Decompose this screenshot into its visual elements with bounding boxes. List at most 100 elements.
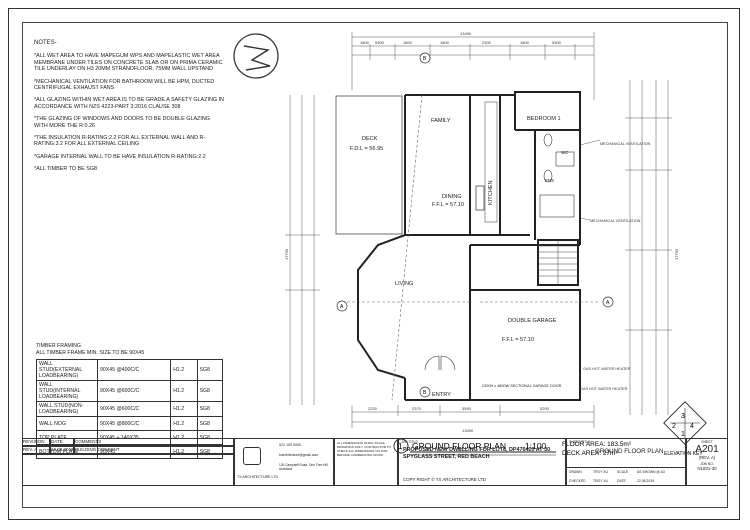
- title-block: REVISION DATE COMMENTS REV. A 12.08.2019…: [22, 438, 728, 508]
- dim-top: 5300: [552, 40, 562, 45]
- room-label-entry: ENTRY: [432, 392, 451, 398]
- job-title-label: JOB TITLE: [401, 440, 418, 444]
- rev-header: COMMENTS: [74, 438, 234, 446]
- table-cell: SG8: [196, 380, 224, 402]
- table-row: WALL STUD(EXTERNAL LOADBEARING) 90x45 @4…: [36, 359, 224, 381]
- section-markers: B B A A: [336, 52, 614, 398]
- table-row: WALL STUD(INTERNAL LOADBEARING) 90x45 @6…: [36, 380, 224, 402]
- key-number: 3: [681, 413, 685, 420]
- room-label-living: LIVING: [395, 281, 413, 287]
- disclaimer: ALL DIMENSIONS IN MM. SCALE DRAWINGS ONL…: [334, 438, 398, 486]
- sheet-number: A201: [695, 444, 719, 455]
- table-cell: SG8: [196, 416, 224, 431]
- dim-top-overall: 13490: [460, 31, 472, 36]
- checked-value: TROY XU: [593, 479, 609, 483]
- dashed-overhead-lines: [342, 94, 600, 401]
- kitchen-bench: [484, 101, 498, 223]
- note-item: *ALL GLAZING WITHIN WET AREA IS TO BE GR…: [34, 97, 224, 110]
- firm-address: 120 Campbell Road, One Tree Hill, Auckla…: [279, 463, 329, 471]
- date-value: 12.08.2019: [637, 479, 654, 483]
- drawn-value: TROY XU: [593, 470, 609, 474]
- elevation-key-label: ELEVATION KEY: [664, 451, 703, 457]
- drawing-sheet: [8, 8, 740, 520]
- grid-marker-a: A: [606, 300, 610, 306]
- rev-cell: REV. A: [22, 446, 50, 454]
- note-item: *THE GLAZING OF WINDOWS AND DOORS TO BE …: [34, 116, 210, 129]
- room-label-wc: WC: [561, 150, 568, 155]
- sheet-title: GROUND FLOOR PLAN: [595, 448, 664, 455]
- mech-vent-label: MECHANICAL VENTILATION: [590, 219, 641, 223]
- rev-header: DATE: [50, 438, 74, 446]
- room-label-dining: DINING: [442, 194, 462, 200]
- garage-door-label: 2300H x 4800W SECTIONAL GARAGE DOOR: [482, 384, 562, 388]
- firm-logo-icon: [243, 447, 261, 465]
- table-row: WALL NOG 90x45 @800C/C H1.2 SG8: [36, 416, 224, 431]
- notes-title: NOTES-: [34, 40, 57, 46]
- key-number: 2: [672, 423, 676, 430]
- floor-area: FLOOR AREA: 183.5m²: [562, 441, 632, 448]
- key-number: 1: [681, 431, 685, 438]
- dim-top: 1800: [520, 40, 530, 45]
- gas-heater-label: GAS HOT WATER HEATER: [580, 387, 628, 391]
- scale-value: AS SHOWN @ A3: [637, 470, 665, 474]
- deck-area: DECK AREA: 27m²: [562, 450, 618, 457]
- drawn-label: DRAWN: [569, 470, 582, 474]
- left-dimension-lines: [285, 95, 320, 405]
- plan-scale: 1:100: [525, 441, 547, 451]
- dim-top: 1800: [360, 40, 370, 45]
- elevation-key-icon: 3 2 4 1 ELEVATION KEY: [663, 401, 707, 457]
- right-dimension-lines: [625, 80, 672, 415]
- sheet-title-label: SHEET TITLE: [569, 440, 591, 444]
- sheet-label: SHEET: [701, 440, 713, 444]
- scale-label: SCALE: [617, 470, 629, 474]
- dim-bottom: 5200: [540, 406, 550, 411]
- key-number: 4: [690, 423, 694, 430]
- copyright: COPY RIGHT © TX ARCHITECTURE LTD: [403, 477, 486, 482]
- drawing-frame: [22, 22, 728, 508]
- grid-marker-b: B: [423, 390, 427, 396]
- job-title-block: JOB TITLE PROPOSED NEW DWELLING FOR LOT8…: [398, 438, 566, 486]
- note-item: *MECHANICAL VENTILATION FOR BATHROOM WIL…: [34, 78, 215, 92]
- stair-treads: [538, 240, 578, 285]
- note-item: *ALL WET AREA TO HAVE MAPEGUM WPS AND MA…: [34, 53, 223, 73]
- firm-email: txarchitecture@gmail.com: [279, 453, 319, 457]
- north-arrow-icon: [233, 33, 279, 79]
- general-notes: NOTES- *ALL WET AREA TO HAVE MAPEGUM WPS…: [34, 40, 224, 179]
- grid-marker-b: B: [423, 56, 427, 62]
- room-label-kitchen: KITCHEN: [488, 180, 494, 205]
- firm-name: TX ARCHITECTURE LTD: [237, 475, 279, 479]
- note-item: *THE INSULATION R-RATING:2.2 FOR ALL EXT…: [34, 135, 206, 148]
- bathroom-fixtures: [539, 133, 575, 218]
- dim-top: 5300: [375, 40, 385, 45]
- bottom-dimension-lines: [351, 405, 595, 428]
- gas-heater-label: GAS HOT WATER HEATER: [583, 367, 631, 371]
- sheet-title-block: SHEET TITLE GROUND FLOOR PLAN DRAWN TROY…: [566, 438, 686, 486]
- date-label: DATE: [617, 479, 626, 483]
- annotation-labels: MECHANICAL VENTILATION MECHANICAL VENTIL…: [579, 139, 651, 391]
- room-level-deck: F.D.L = 56.95: [350, 146, 383, 152]
- job-no-label: JOB NO.: [700, 462, 714, 466]
- timber-framing-schedule: TIMBER FRAMING ALL TIMBER FRAME MIN. SIZ…: [36, 343, 226, 459]
- top-dimension-lines: [351, 32, 595, 100]
- dim-left-overall: 17790: [284, 248, 289, 260]
- room-level-garage: F.F.L = 57.10: [502, 337, 534, 343]
- room-label-family: FAMILY: [431, 118, 451, 124]
- job-title: PROPOSED NEW DWELLING FOR LOT8, DP476420…: [403, 447, 551, 460]
- dim-bottom: 2220: [368, 406, 378, 411]
- rev-empty-rows: [22, 454, 234, 486]
- firm-phone: 021 100 0000: [279, 443, 301, 447]
- dim-right-overall: 17790: [674, 248, 679, 260]
- rev-cell: 12.08.2019: [50, 446, 74, 454]
- timber-subtitle: ALL TIMBER FRAME MIN. SIZE TO BE 90x45: [36, 350, 145, 356]
- room-level-dining: F.F.L = 57.10: [432, 202, 464, 208]
- note-item: *ALL TIMBER TO BE SG8: [34, 166, 98, 173]
- sheet-number-block: SHEET A201 (REV. A) JOB NO. N1831-30: [686, 438, 728, 486]
- plan-title-text: GROUND FLOOR PLAN: [412, 441, 506, 451]
- entry-doors: [424, 355, 456, 371]
- mech-vent-label: MECHANICAL VENTILATION: [600, 142, 651, 146]
- timber-title: TIMBER FRAMING: [36, 343, 81, 349]
- plan-title: 1 GROUND FLOOR PLAN 1:100 FLOOR AREA: 18…: [393, 438, 632, 457]
- dim-top: 1800: [403, 40, 413, 45]
- room-labels: DECK F.D.L = 56.95 FAMILY DINING F.F.L =…: [350, 116, 568, 398]
